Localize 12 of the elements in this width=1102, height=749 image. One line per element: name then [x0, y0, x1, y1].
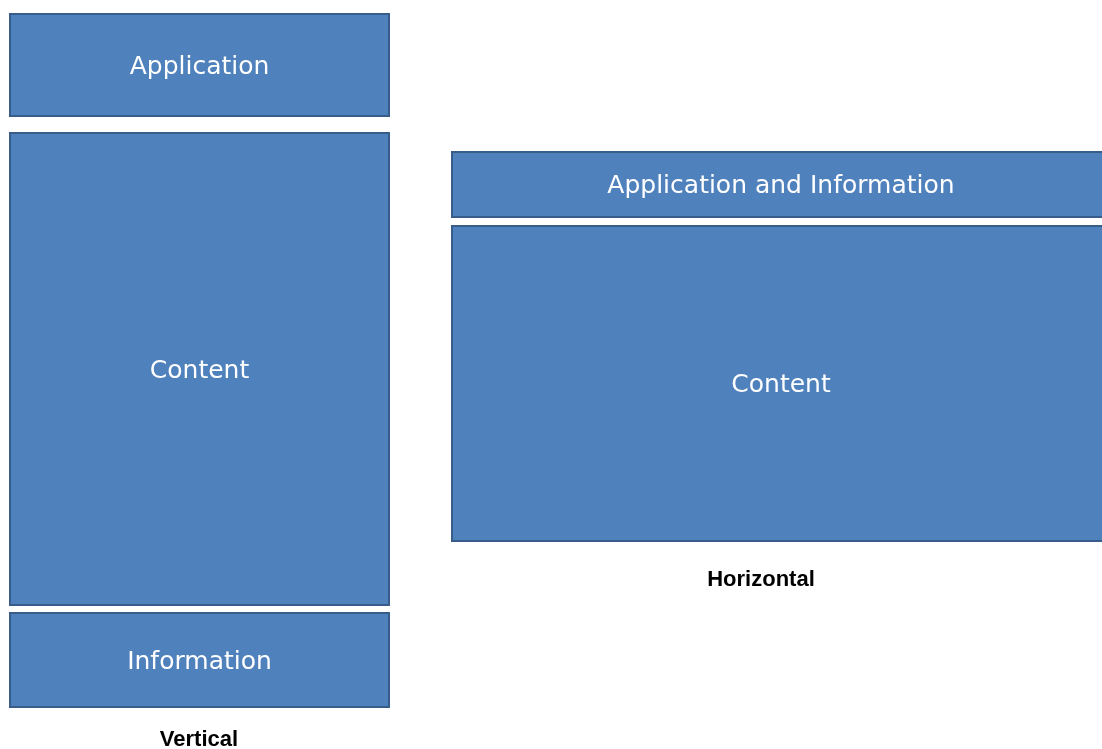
region-label: Content	[149, 354, 250, 384]
region-label: Application and Information	[607, 170, 955, 199]
region-label: Content	[731, 369, 831, 398]
layout-caption: Vertical	[159, 726, 239, 749]
region-label: Information	[127, 645, 272, 675]
layout-region	[451, 225, 1102, 542]
layout-region	[451, 151, 1102, 218]
layout-caption: Horizontal	[707, 566, 815, 592]
region-label: Application	[129, 50, 270, 80]
layout-region	[9, 132, 390, 606]
layout-region	[9, 13, 390, 117]
layout-region	[9, 612, 390, 708]
